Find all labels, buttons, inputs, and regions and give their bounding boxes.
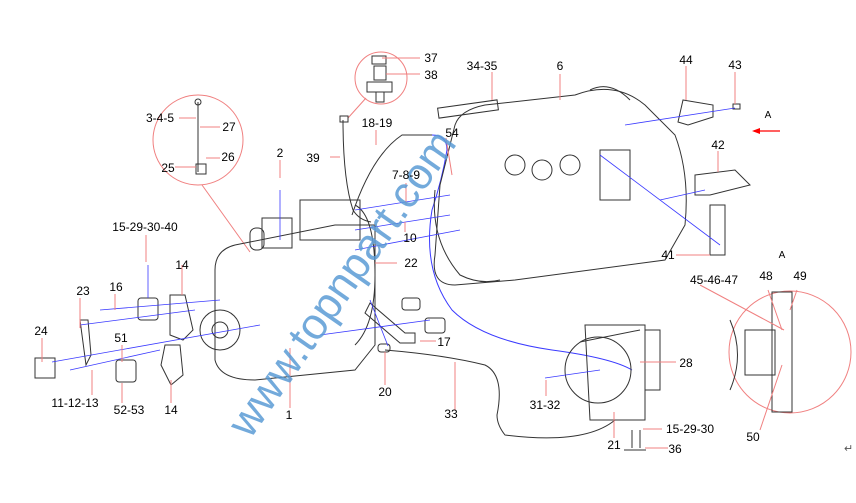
view-arrow-a — [752, 128, 780, 134]
callout-22: 22 — [404, 256, 418, 270]
callout-54: 54 — [445, 126, 459, 140]
callout-21: 21 — [607, 438, 621, 452]
callout-51: 51 — [114, 331, 128, 345]
callout-3-4-5: 3-4-5 — [145, 111, 175, 125]
callout-39: 39 — [306, 151, 320, 165]
callout-10: 10 — [403, 231, 417, 245]
callout-23: 23 — [76, 284, 90, 298]
return-mark-icon: ↵ — [844, 443, 854, 455]
callout-14-upper: 14 — [175, 258, 189, 272]
callout-33: 33 — [444, 407, 458, 421]
callout-50: 50 — [746, 430, 760, 444]
callout-11-12-13: 11-12-13 — [51, 396, 99, 410]
callout-43: 43 — [728, 58, 742, 72]
callout-38: 38 — [424, 68, 438, 82]
callout-45-46-47: 45-46-47 — [689, 273, 739, 287]
callout-16: 16 — [109, 280, 123, 294]
callout-25: 25 — [161, 161, 175, 175]
callout-18-19: 18-19 — [361, 116, 393, 130]
callout-27: 27 — [222, 120, 236, 134]
view-marker-a: A — [764, 110, 772, 121]
detail-circle-dipstick — [152, 94, 244, 186]
callout-52-53: 52-53 — [113, 403, 145, 417]
callout-28: 28 — [679, 356, 693, 370]
callout-42: 42 — [711, 138, 725, 152]
callout-1: 1 — [285, 408, 293, 422]
callout-41: 41 — [661, 248, 675, 262]
detail-circle-sensor — [354, 51, 408, 105]
callout-36: 36 — [668, 442, 682, 456]
detail-view-label-a: A — [778, 250, 786, 261]
callout-48: 48 — [759, 269, 773, 283]
callout-44: 44 — [679, 53, 693, 67]
callout-14-lower: 14 — [164, 403, 178, 417]
callout-31-32: 31-32 — [529, 398, 561, 412]
callout-20: 20 — [378, 385, 392, 399]
callout-15-29-30-40: 15-29-30-40 — [112, 220, 178, 234]
detail-circle-a — [728, 290, 852, 414]
callout-17: 17 — [437, 335, 451, 349]
watermark: www.topnpart.com — [217, 121, 465, 446]
callout-2: 2 — [276, 146, 284, 160]
callout-37: 37 — [424, 51, 438, 65]
callout-34-35: 34-35 — [466, 59, 498, 73]
callout-7-8-9: 7-8-9 — [391, 168, 421, 182]
callout-26: 26 — [221, 150, 235, 164]
callout-49: 49 — [793, 269, 807, 283]
callout-15-29-30: 15-29-30 — [665, 422, 715, 436]
callout-24: 24 — [34, 324, 48, 338]
callout-6: 6 — [556, 59, 564, 73]
